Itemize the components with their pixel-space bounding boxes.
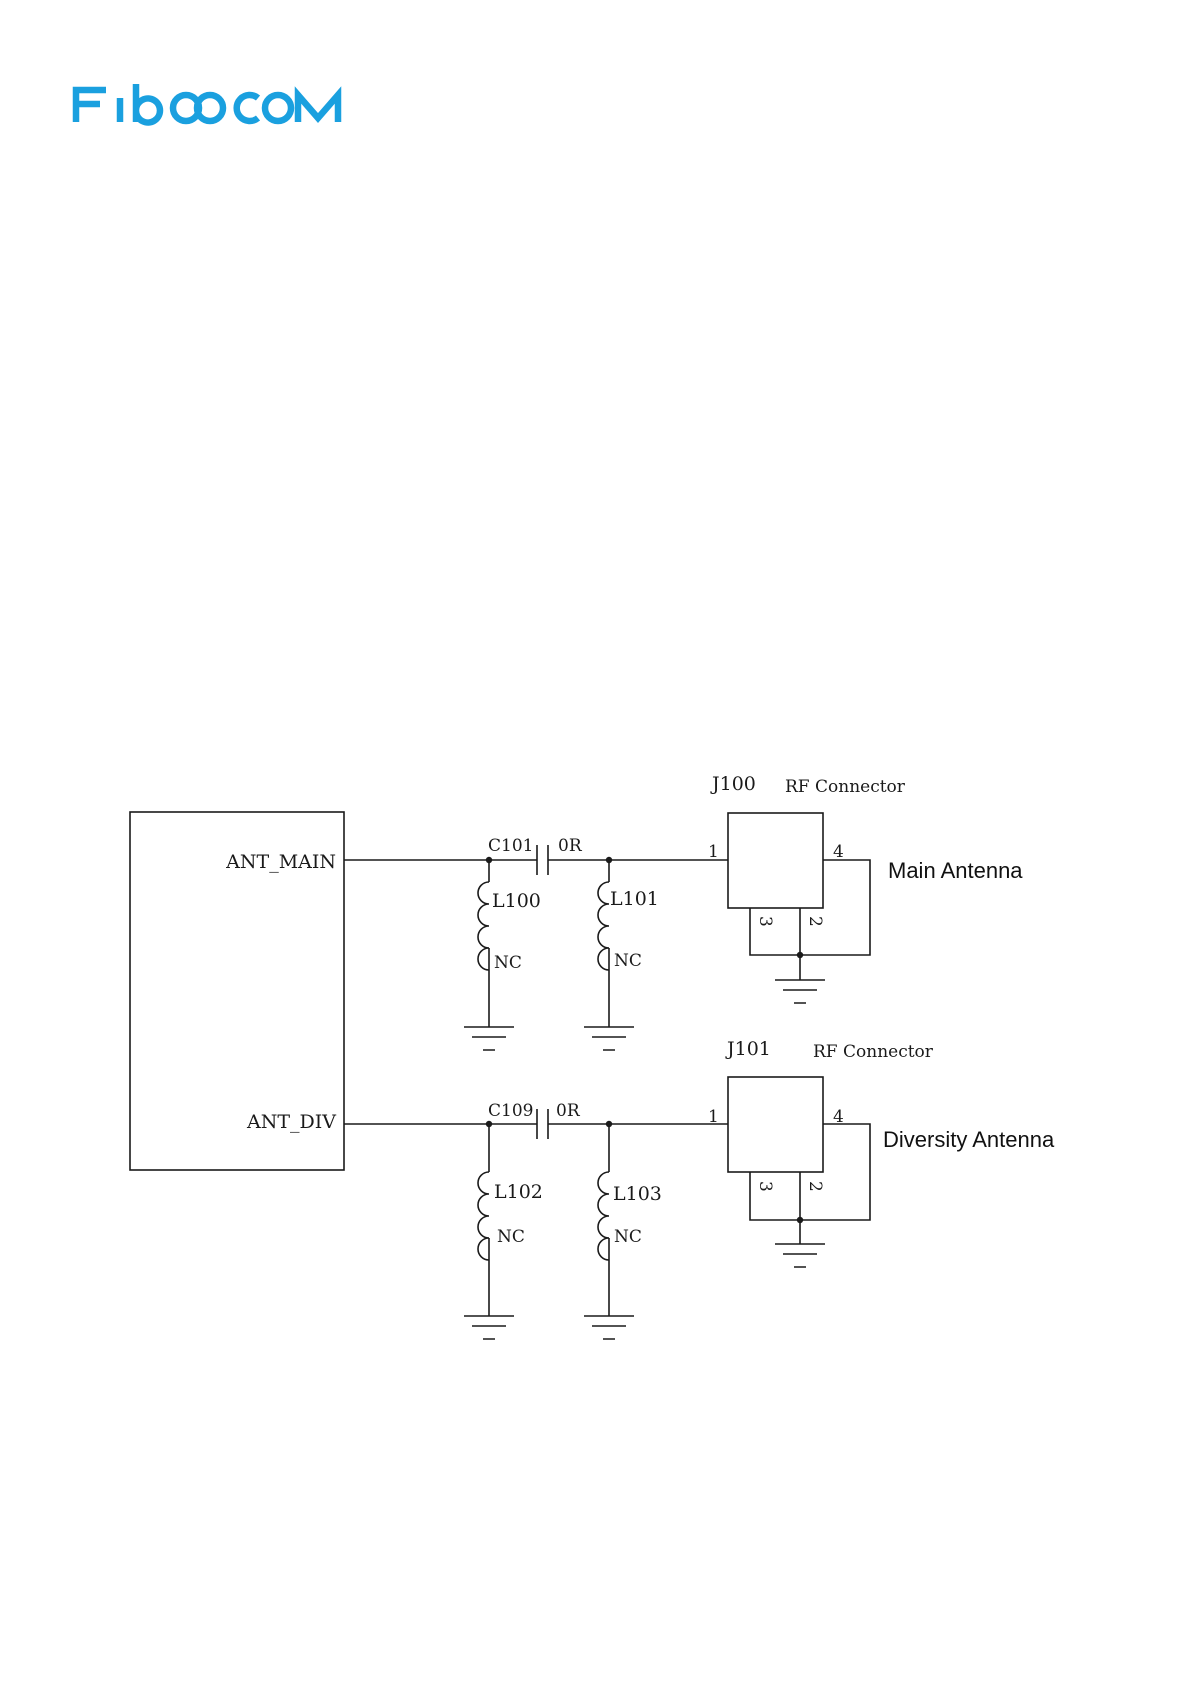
c109-ref: C109: [488, 1101, 533, 1121]
l100-value: NC: [494, 953, 522, 973]
j101-desc: RF Connector: [813, 1042, 934, 1062]
j101-pin3: 3: [755, 1181, 775, 1192]
l103-ref: L103: [613, 1183, 662, 1205]
l100-ref: L100: [492, 890, 541, 912]
j100-ref: J100: [710, 773, 756, 795]
div-path: C109 0R L102 NC L103 NC J101 RF Connecto…: [344, 1038, 1055, 1339]
main-path: C101 0R L100 NC L101 NC J100 RF Connecto…: [344, 773, 1023, 1050]
j100-pin3: 3: [755, 916, 775, 927]
j101-pin2: 2: [805, 1181, 825, 1192]
j101-connector: [728, 1077, 823, 1172]
j100-connector: [728, 813, 823, 908]
j100-pin1: 1: [708, 842, 719, 862]
c109-value: 0R: [556, 1101, 581, 1121]
c101-ref: C101: [488, 836, 533, 856]
l101-ref: L101: [610, 888, 659, 910]
diversity-antenna-label: Diversity Antenna: [883, 1127, 1055, 1152]
l101-value: NC: [614, 951, 642, 971]
main-antenna-label: Main Antenna: [888, 858, 1023, 883]
c101-value: 0R: [558, 836, 583, 856]
j101-pin1: 1: [708, 1107, 719, 1127]
pin-ant-main-label: ANT_MAIN: [225, 851, 336, 873]
j100-pin2: 2: [805, 916, 825, 927]
l102-value: NC: [497, 1227, 525, 1247]
j101-ref: J101: [725, 1038, 771, 1060]
pin-ant-div-label: ANT_DIV: [246, 1111, 336, 1133]
l103-value: NC: [614, 1227, 642, 1247]
l102-ref: L102: [494, 1181, 543, 1203]
j100-desc: RF Connector: [785, 777, 906, 797]
j100-pin4: 4: [833, 842, 844, 862]
